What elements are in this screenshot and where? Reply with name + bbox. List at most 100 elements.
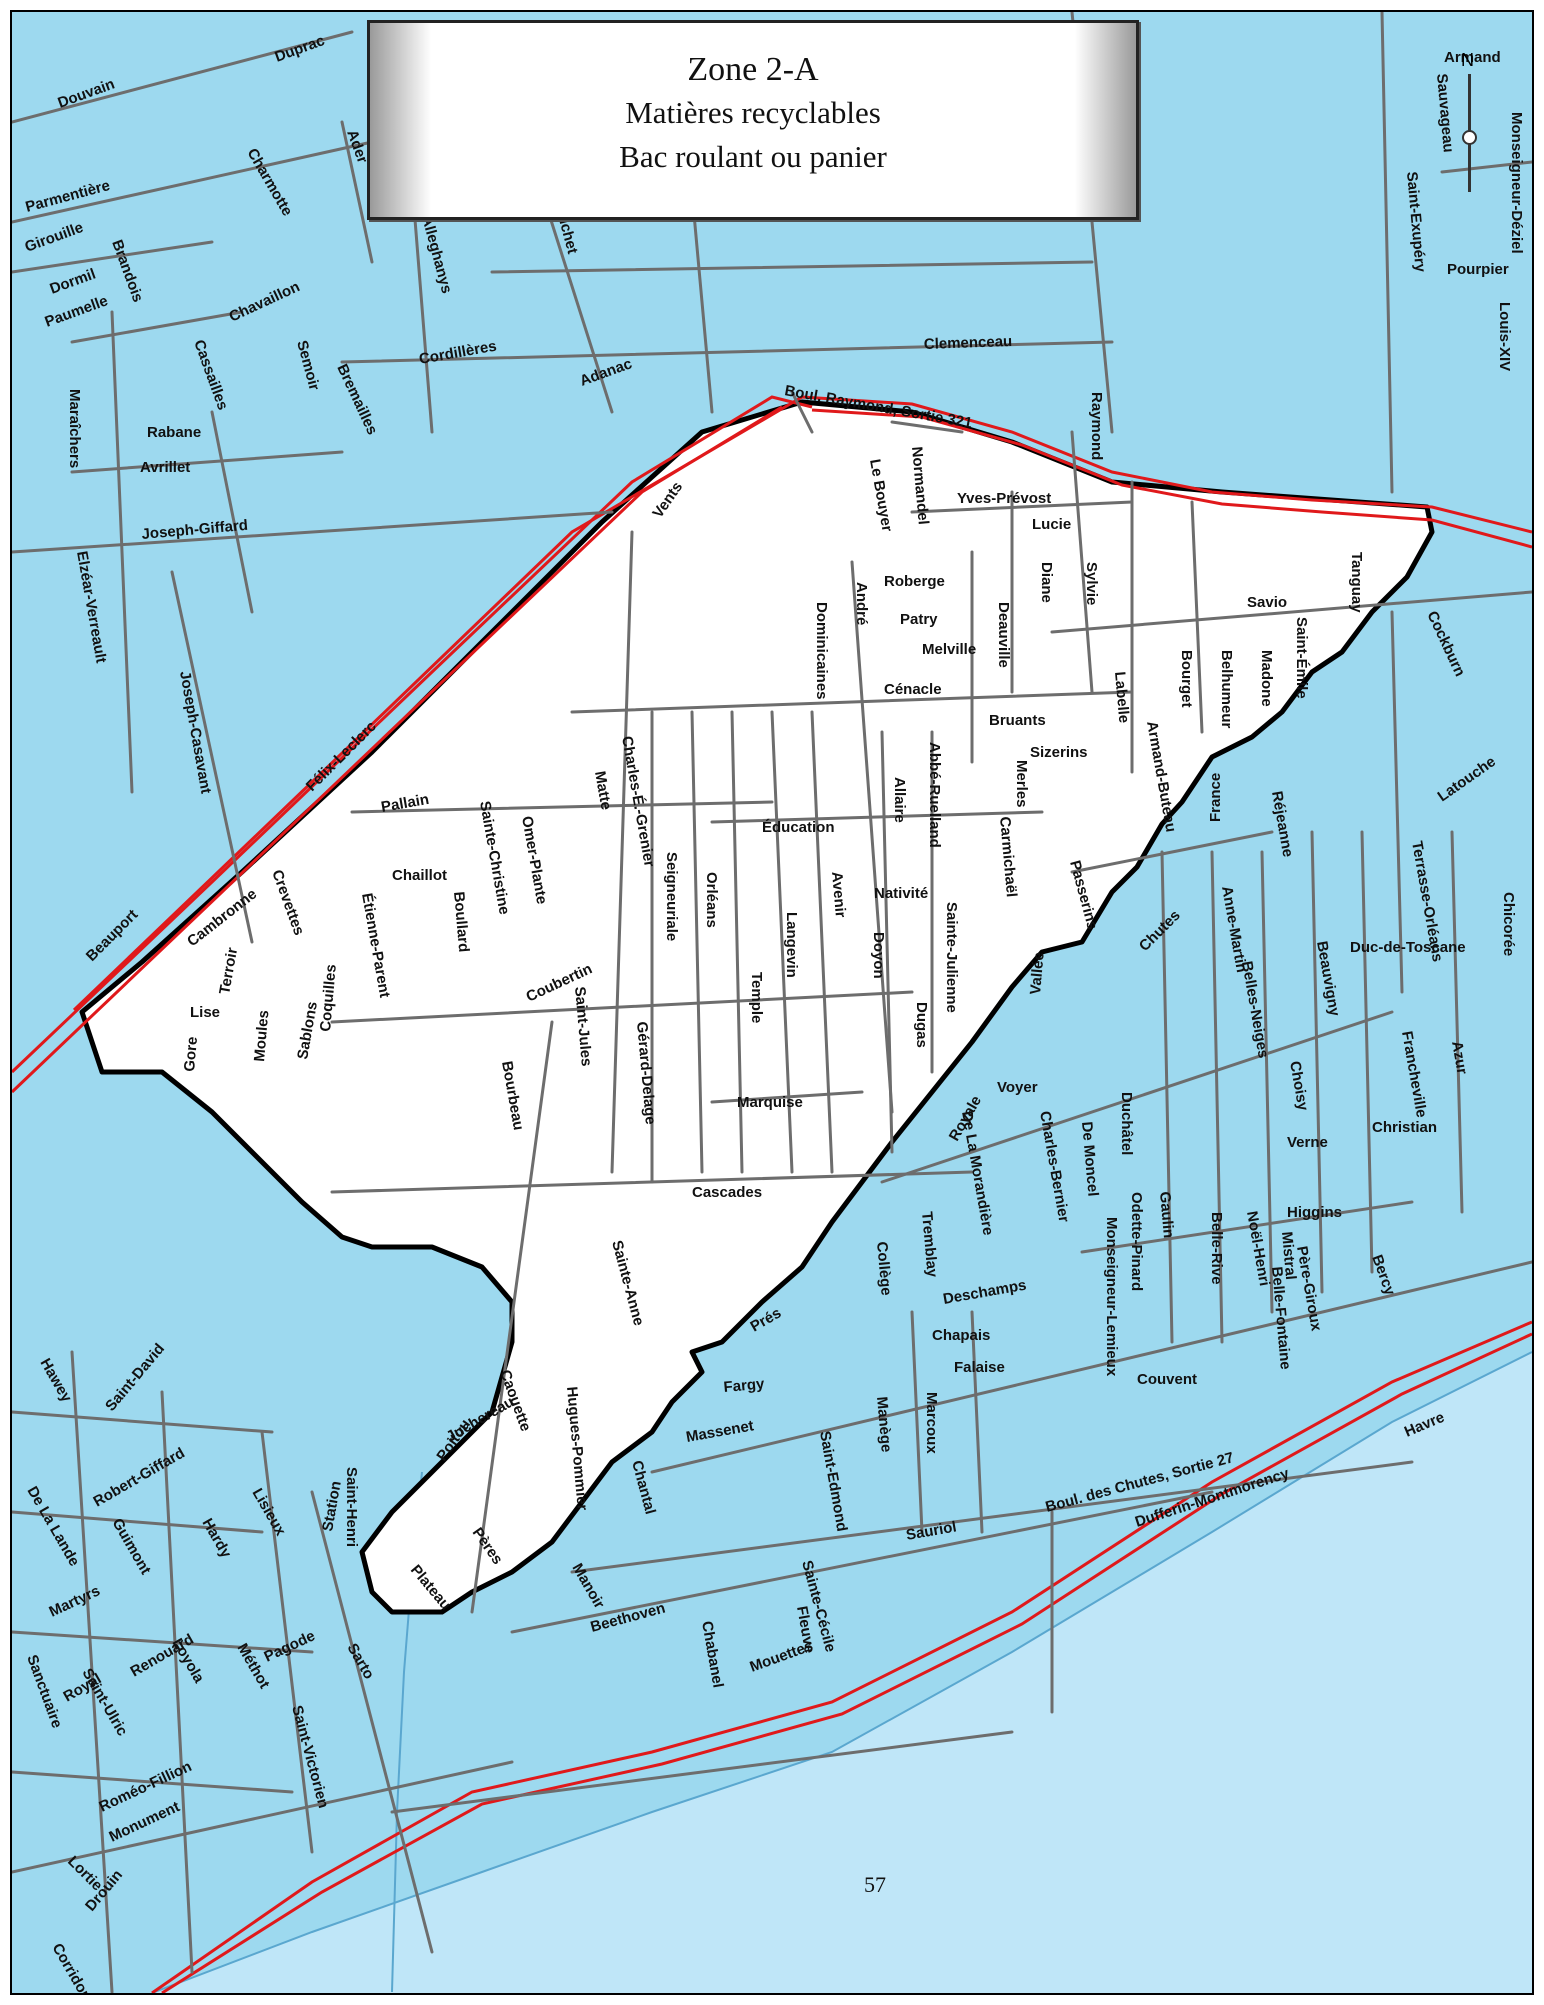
map-frame: Douvain Duprac Ader Parmentière Charmott… <box>10 10 1534 1995</box>
street-label: Seigneuriale <box>663 852 680 941</box>
street-label: Belhumeur <box>1218 650 1235 729</box>
river-water <box>152 1352 1532 1993</box>
street-label: Deschamps <box>942 1277 1028 1308</box>
street-label: Duc-de-Toscane <box>1350 939 1466 956</box>
street-label: Fargy <box>723 1375 766 1396</box>
street-label: Saint-Jules <box>571 986 595 1067</box>
street-label: Corridor du Littoral <box>49 1941 132 1994</box>
street-label: Robert-Giffard <box>91 1444 188 1510</box>
street-label: Monseigneur-Lemieux <box>1103 1217 1120 1377</box>
street-label: Francheville <box>1398 1030 1430 1119</box>
north-arrow: N <box>1452 50 1488 200</box>
street-label: Deauville <box>995 602 1012 668</box>
street-label: Massenet <box>685 1417 755 1446</box>
street-label: Noël-Henri <box>1243 1210 1273 1288</box>
street-label: Elzéar-Verreault <box>73 550 109 665</box>
street-label: Gaulin <box>1156 1191 1177 1239</box>
street-label: Station <box>319 1480 345 1533</box>
street-label: Cascades <box>692 1184 762 1201</box>
street-label: Savio <box>1247 594 1287 611</box>
street-label: Brandois <box>108 238 146 305</box>
street-label: Saint-Ulric <box>79 1666 131 1739</box>
street-label: Marcoux <box>923 1392 940 1454</box>
street-label: Doyon <box>870 932 887 979</box>
street-label: Louis-XIV <box>1496 302 1513 371</box>
street-label: Tanguay <box>1348 552 1365 613</box>
street-label: Saint-Exupéry <box>1403 171 1429 274</box>
street-label: Christian <box>1372 1119 1437 1136</box>
road-network <box>12 12 1532 1993</box>
street-label: Nativité <box>874 885 928 902</box>
compass-rose-icon <box>1462 130 1477 145</box>
street-label: Sanctuaire <box>23 1653 65 1731</box>
street-label: Abbé-Ruelland <box>926 742 943 848</box>
street-label: Dormil <box>48 266 98 298</box>
street-label: Belle-Fontaine <box>1268 1266 1294 1370</box>
street-label: Falaise <box>954 1359 1005 1376</box>
street-label: Avenir <box>828 871 849 919</box>
street-label: Maraîchers <box>66 389 83 468</box>
street-label: Tremblay <box>918 1211 941 1279</box>
street-label: Marquise <box>737 1094 803 1111</box>
street-label: Roméo-Fillion <box>97 1758 195 1816</box>
street-label: Semoir <box>293 339 323 393</box>
street-label: Couvent <box>1137 1371 1197 1388</box>
street-label: Hardy <box>199 1516 235 1562</box>
zone-title: Zone 2-A <box>687 51 819 88</box>
street-label: Sainte-Julienne <box>943 902 960 1013</box>
street-label: Latouche <box>1435 753 1499 805</box>
street-label: Chavaillon <box>227 278 303 325</box>
zone-subtitle-material: Matières recyclables <box>625 95 881 130</box>
street-label: Diane <box>1038 562 1055 603</box>
street-label: Bruants <box>989 712 1046 729</box>
street-label: Moules <box>251 1009 272 1062</box>
street-label: Gore <box>181 1036 201 1072</box>
highways <box>12 395 1532 1993</box>
street-label: Armand <box>1444 49 1501 66</box>
street-label: Madone <box>1258 650 1275 707</box>
street-label: Orléans <box>703 872 720 928</box>
street-label: Melville <box>922 641 976 658</box>
street-label: Paumelle <box>43 292 111 331</box>
street-label: Allaire <box>891 777 908 823</box>
street-label: Cockburn <box>1423 609 1468 680</box>
zone-title-box: Zone 2-A Matières recyclables Bac roulan… <box>367 20 1139 220</box>
street-label: Guimont <box>109 1516 155 1578</box>
zone-map[interactable]: Douvain Duprac Ader Parmentière Charmott… <box>12 12 1532 1993</box>
street-label: Voyer <box>997 1079 1038 1096</box>
street-label: Higgins <box>1287 1204 1342 1221</box>
street-label: Bercy <box>1368 1253 1398 1299</box>
felix-leclerc-hwy-line <box>72 395 803 1012</box>
street-label: Dugas <box>913 1002 930 1048</box>
street-label: Adanac <box>578 355 635 390</box>
street-label: Cassailles <box>190 338 231 413</box>
street-label: Charles-Bernier <box>1036 1110 1072 1224</box>
street-label: Rabane <box>147 424 201 441</box>
street-label: Manège <box>873 1396 895 1453</box>
street-label: Vallée <box>1027 951 1048 995</box>
street-label: Collège <box>873 1241 895 1296</box>
street-label: De La Lande <box>24 1484 83 1570</box>
street-label: Merles <box>1013 760 1030 808</box>
street-label: Azur <box>1448 1040 1471 1076</box>
street-label: Sizerins <box>1030 744 1088 761</box>
street-label: Lise <box>190 1004 220 1021</box>
street-label: Saint-Henri <box>343 1467 360 1547</box>
street-label: Labelle <box>1111 671 1132 724</box>
street-label: Bremailles <box>333 362 380 438</box>
street-label: Douvain <box>56 76 117 112</box>
street-label: Chabanel <box>698 1620 726 1689</box>
street-label: Sauvageau <box>1433 73 1457 153</box>
street-label: Saint-David <box>102 1340 168 1414</box>
page-number: 57 <box>864 1872 886 1897</box>
street-label: Bourget <box>1178 650 1195 708</box>
street-label: Matte <box>591 770 615 812</box>
street-label: Girouille <box>23 219 86 256</box>
street-label: Alleghanys <box>418 214 455 296</box>
street-label: Pourpier <box>1447 261 1509 278</box>
street-label: Langevin <box>783 912 800 978</box>
street-label: Yves-Prévost <box>957 490 1051 507</box>
street-label: Odette-Pinard <box>1128 1192 1145 1291</box>
street-label: Saint-Edmond <box>816 1430 850 1533</box>
street-label: Joseph-Casavant <box>176 670 214 795</box>
